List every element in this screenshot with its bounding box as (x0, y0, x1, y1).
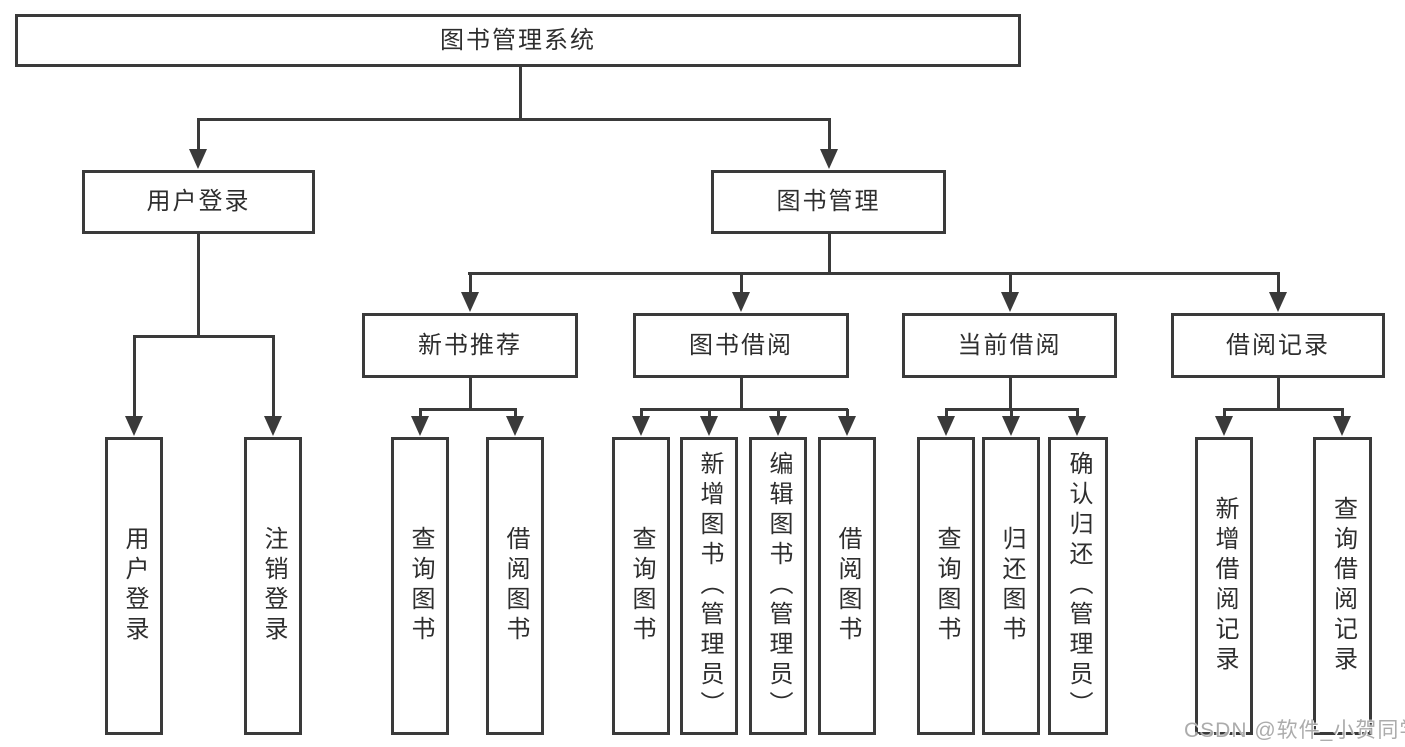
node-label: 新书推荐 (418, 331, 522, 359)
node-label: 查询图书 (933, 526, 960, 646)
connector-line-horizontal (419, 407, 517, 411)
connector-line-vertical (845, 409, 849, 418)
node-label: 用户登录 (146, 188, 251, 215)
connector-line-vertical (776, 409, 780, 418)
arrow-down-icon (461, 292, 479, 312)
connector-line-vertical (1276, 378, 1280, 410)
node-label: 当前借阅 (957, 331, 1062, 359)
connector-line-horizontal (945, 407, 1079, 411)
node-label: 用户登录 (121, 526, 148, 646)
connector-line-vertical (196, 121, 200, 149)
node-user-login-module: 用户登录 (82, 170, 315, 234)
connector-line-vertical (518, 66, 522, 121)
node-label: 查询图书 (407, 526, 434, 646)
arrow-down-icon (732, 292, 750, 312)
node-label: 查询图书 (628, 526, 655, 646)
node-label: 借阅记录 (1226, 331, 1330, 359)
node-label: 借阅图书 (834, 526, 861, 646)
node-leaf-user-login: 用户登录 (105, 437, 163, 735)
connector-line-vertical (639, 409, 643, 418)
node-label: 图书管理系统 (440, 26, 596, 54)
arrow-down-icon (506, 416, 524, 436)
arrow-down-icon (700, 416, 718, 436)
arrow-down-icon (1002, 416, 1020, 436)
node-leaf-query-borrow-record: 查询借阅记录 (1313, 437, 1372, 735)
watermark: CSDN @软件_小贺同学 (1184, 719, 1405, 742)
arrow-down-icon (125, 416, 143, 436)
arrow-down-icon (1333, 416, 1351, 436)
node-label: 注销登录 (260, 526, 287, 646)
connector-line-vertical (1340, 409, 1344, 418)
arrow-down-icon (411, 416, 429, 436)
arrow-down-icon (820, 149, 838, 169)
node-label: 图书借阅 (689, 331, 793, 359)
node-book-borrow: 图书借阅 (633, 313, 849, 378)
node-leaf-edit-book-admin: 编辑图书（管理员） (749, 437, 807, 735)
node-label: 图书管理 (776, 188, 881, 215)
connector-line-vertical (1222, 409, 1226, 418)
node-new-book-recommend: 新书推荐 (362, 313, 578, 378)
node-label: 归还图书 (998, 526, 1025, 646)
arrow-down-icon (189, 149, 207, 169)
connector-line-horizontal (133, 334, 275, 338)
connector-line-vertical (132, 336, 136, 418)
node-label: 编辑图书（管理员） (765, 451, 792, 721)
connector-line-vertical (1276, 274, 1280, 296)
node-leaf-borrow-book-2: 借阅图书 (818, 437, 876, 735)
node-leaf-logout: 注销登录 (244, 437, 302, 735)
connector-line-vertical (271, 336, 275, 418)
connector-line-vertical (827, 121, 831, 149)
node-borrow-records: 借阅记录 (1171, 313, 1385, 378)
connector-line-horizontal (1223, 407, 1344, 411)
arrow-down-icon (769, 416, 787, 436)
node-book-management-module: 图书管理 (711, 170, 946, 234)
connector-line-vertical (468, 378, 472, 410)
node-leaf-query-book-3: 查询图书 (917, 437, 975, 735)
arrow-down-icon (937, 416, 955, 436)
node-leaf-query-book-2: 查询图书 (612, 437, 670, 735)
arrow-down-icon (1269, 292, 1287, 312)
connector-line-horizontal (468, 271, 1280, 275)
connector-line-vertical (418, 409, 422, 418)
connector-line-vertical (739, 378, 743, 410)
node-label: 查询借阅记录 (1329, 496, 1357, 676)
arrow-down-icon (838, 416, 856, 436)
connector-line-vertical (944, 409, 948, 418)
node-leaf-add-book-admin: 新增图书（管理员） (680, 437, 738, 735)
connector-line-vertical (1009, 409, 1013, 418)
connector-line-vertical (827, 234, 831, 275)
node-label: 借阅图书 (502, 526, 529, 646)
connector-line-vertical (468, 274, 472, 296)
node-leaf-confirm-return-admin: 确认归还（管理员） (1048, 437, 1108, 735)
node-label: 新增借阅记录 (1211, 496, 1238, 676)
connector-line-vertical (513, 409, 517, 418)
arrow-down-icon (1215, 416, 1233, 436)
node-label: 确认归还（管理员） (1065, 451, 1092, 721)
connector-line-horizontal (197, 117, 831, 121)
node-leaf-query-book-1: 查询图书 (391, 437, 449, 735)
arrow-down-icon (1068, 416, 1086, 436)
node-leaf-borrow-book-1: 借阅图书 (486, 437, 544, 735)
connector-line-vertical (1008, 378, 1012, 410)
node-label: 新增图书（管理员） (696, 451, 723, 721)
node-leaf-return-book: 归还图书 (982, 437, 1040, 735)
connector-line-vertical (1075, 409, 1079, 418)
arrow-down-icon (264, 416, 282, 436)
arrow-down-icon (632, 416, 650, 436)
connector-line-horizontal (640, 407, 848, 411)
node-leaf-add-borrow-record: 新增借阅记录 (1195, 437, 1253, 735)
connector-line-vertical (196, 234, 200, 338)
connector-line-vertical (1008, 274, 1012, 296)
node-current-borrow: 当前借阅 (902, 313, 1117, 378)
node-system-root: 图书管理系统 (15, 14, 1021, 67)
connector-line-vertical (707, 409, 711, 418)
arrow-down-icon (1001, 292, 1019, 312)
connector-line-vertical (739, 274, 743, 296)
